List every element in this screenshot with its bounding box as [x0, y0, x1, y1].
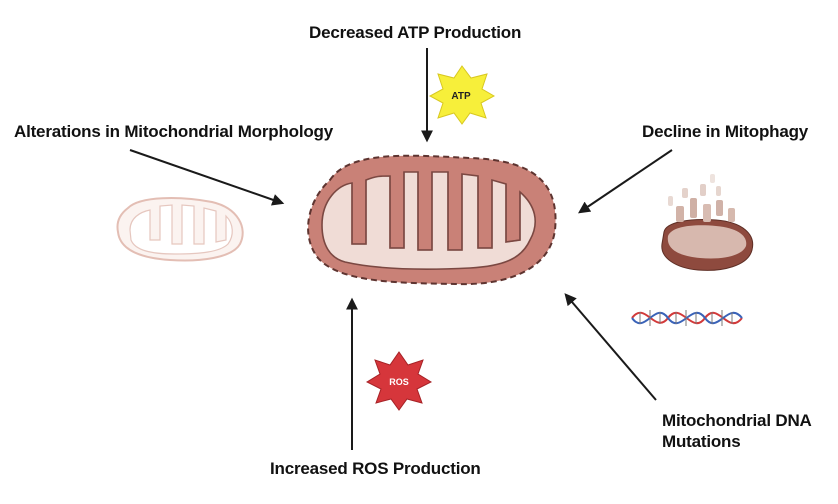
ros-burst-icon: ROS [365, 351, 433, 411]
arrow-morphology [129, 149, 285, 206]
label-dna-mutations: Mitochondrial DNA Mutations [662, 411, 811, 451]
mitophagy-mitochondrion-icon [661, 174, 754, 271]
label-increased-ros: Increased ROS Production [270, 459, 481, 478]
label-mitophagy-decline: Decline in Mitophagy [642, 122, 809, 141]
dna-helix-icon [631, 310, 743, 326]
atp-badge-label: ATP [451, 91, 471, 102]
atp-burst-icon: ATP [428, 65, 496, 125]
label-decreased-atp: Decreased ATP Production [309, 23, 522, 42]
faded-mitochondrion-icon [116, 197, 244, 262]
arrow-mitophagy [578, 149, 673, 214]
label-morphology-alterations: Alterations in Mitochondrial Morphology [14, 122, 333, 141]
ros-badge-label: ROS [389, 377, 409, 387]
central-mitochondrion [307, 154, 557, 286]
arrow-dna [564, 293, 657, 401]
